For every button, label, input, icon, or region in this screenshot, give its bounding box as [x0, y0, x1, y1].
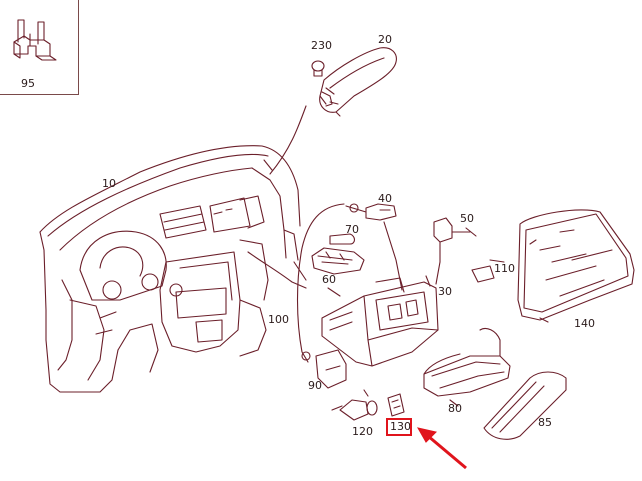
callout-30: 30: [438, 285, 452, 298]
callout-60: 60: [322, 273, 336, 286]
callout-20: 20: [378, 33, 392, 46]
callout-40: 40: [378, 192, 392, 205]
part-60-latch: [311, 247, 365, 275]
callout-80: 80: [448, 402, 462, 415]
part-30-housing: [321, 277, 439, 367]
red-arrow: [417, 427, 467, 470]
callout-100: 100: [268, 313, 289, 326]
part-80-handle: [423, 327, 511, 397]
part-130-key: [387, 393, 405, 417]
inset-label-95: 95: [21, 77, 35, 90]
part-70-bulb: [329, 233, 356, 245]
part-120-switch: [331, 399, 378, 421]
callout-90: 90: [308, 379, 322, 392]
leader-220: [269, 105, 307, 175]
part-40-switch: [349, 203, 397, 221]
leader-30: [425, 275, 431, 287]
callout-230: 230: [311, 39, 332, 52]
callout-110: 110: [494, 262, 515, 275]
leader-100: [293, 261, 307, 281]
part-10-dashboard: [39, 145, 307, 393]
part-110-plug: [471, 265, 495, 283]
part-220-airbag: [319, 47, 397, 117]
callout-70: 70: [345, 223, 359, 236]
callout-10: 10: [102, 177, 116, 190]
part-140-door: [517, 209, 635, 321]
part-50-lock: [433, 217, 477, 285]
callout-50: 50: [460, 212, 474, 225]
inset-frame: [0, 0, 79, 95]
highlight-box-130: [386, 418, 412, 436]
callout-120: 120: [352, 425, 373, 438]
leader-140: [539, 317, 549, 323]
part-230-screw: [311, 60, 325, 77]
leader-120: [363, 389, 369, 397]
callout-140: 140: [574, 317, 595, 330]
part-100-cable: [296, 203, 345, 363]
leader-40: [345, 205, 367, 213]
part-85-lid: [483, 371, 567, 440]
leader-110: [489, 259, 505, 263]
leader-80: [449, 399, 459, 407]
callout-130: 130: [390, 420, 411, 433]
leader-60: [327, 287, 341, 297]
leader-40-down: [383, 221, 403, 291]
callout-85: 85: [538, 416, 552, 429]
part-90-lamp: [301, 349, 347, 389]
part-95-clip: [13, 19, 57, 61]
